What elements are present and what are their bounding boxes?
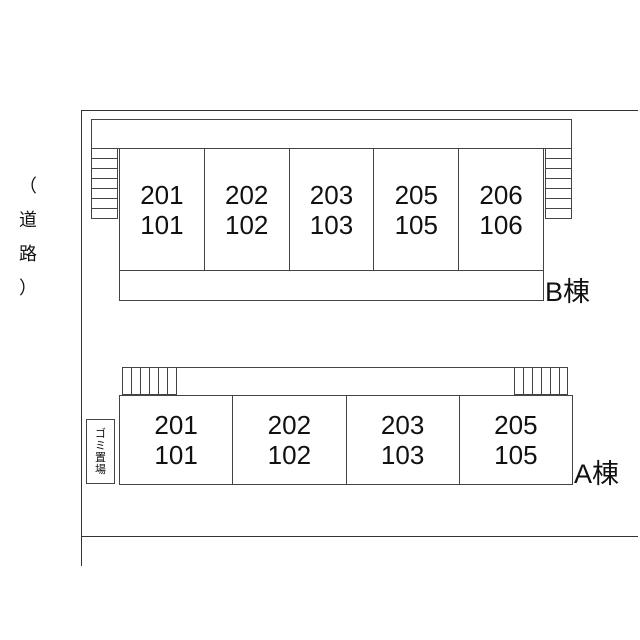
unit-upper: 203 (380, 410, 425, 440)
garbage-char: ミ (95, 438, 106, 452)
unit-lower: 103 (380, 440, 425, 470)
unit-upper: 202 (225, 179, 269, 210)
unit-lower: 101 (154, 440, 198, 470)
garbage-char: 場 (95, 462, 106, 476)
unit-lower: 106 (479, 209, 523, 240)
unit-upper: 201 (154, 410, 198, 440)
garbage-char: ゴ (95, 426, 106, 440)
road-label: （ 道 路 ） (14, 170, 42, 306)
building-a-corridor (122, 367, 568, 396)
unit-lower: 102 (225, 209, 269, 240)
unit-upper: 202 (267, 410, 312, 440)
building-b-corridor (91, 119, 572, 149)
site-boundary-bottom (81, 536, 638, 537)
site-boundary-top (81, 110, 638, 111)
building-a-right-stairs (514, 367, 568, 395)
unit-upper: 203 (309, 179, 354, 210)
unit-upper: 206 (479, 179, 523, 210)
unit-lower: 105 (394, 209, 438, 240)
unit-lower: 103 (309, 209, 354, 240)
unit-upper: 205 (394, 179, 438, 210)
building-a-label: A棟 (574, 459, 620, 489)
building-b-left-stairs (91, 148, 118, 219)
garbage-area: ゴ ミ 置 場 (86, 419, 115, 484)
road-char: ） (19, 278, 37, 299)
building-b-balcony (119, 270, 544, 301)
building-b-right-stairs (545, 148, 572, 219)
site-boundary-left (81, 110, 82, 566)
road-char: 道 (19, 210, 37, 231)
building-b-label: B棟 (545, 277, 591, 307)
unit-upper: 201 (140, 179, 184, 210)
unit-upper: 205 (494, 410, 538, 440)
road-char: 路 (19, 244, 37, 265)
building-a-left-stairs (122, 367, 177, 395)
garbage-char: 置 (95, 450, 106, 464)
unit-lower: 102 (267, 440, 312, 470)
road-char: （ (19, 176, 37, 197)
unit-lower: 105 (494, 440, 538, 470)
unit-lower: 101 (140, 209, 184, 240)
